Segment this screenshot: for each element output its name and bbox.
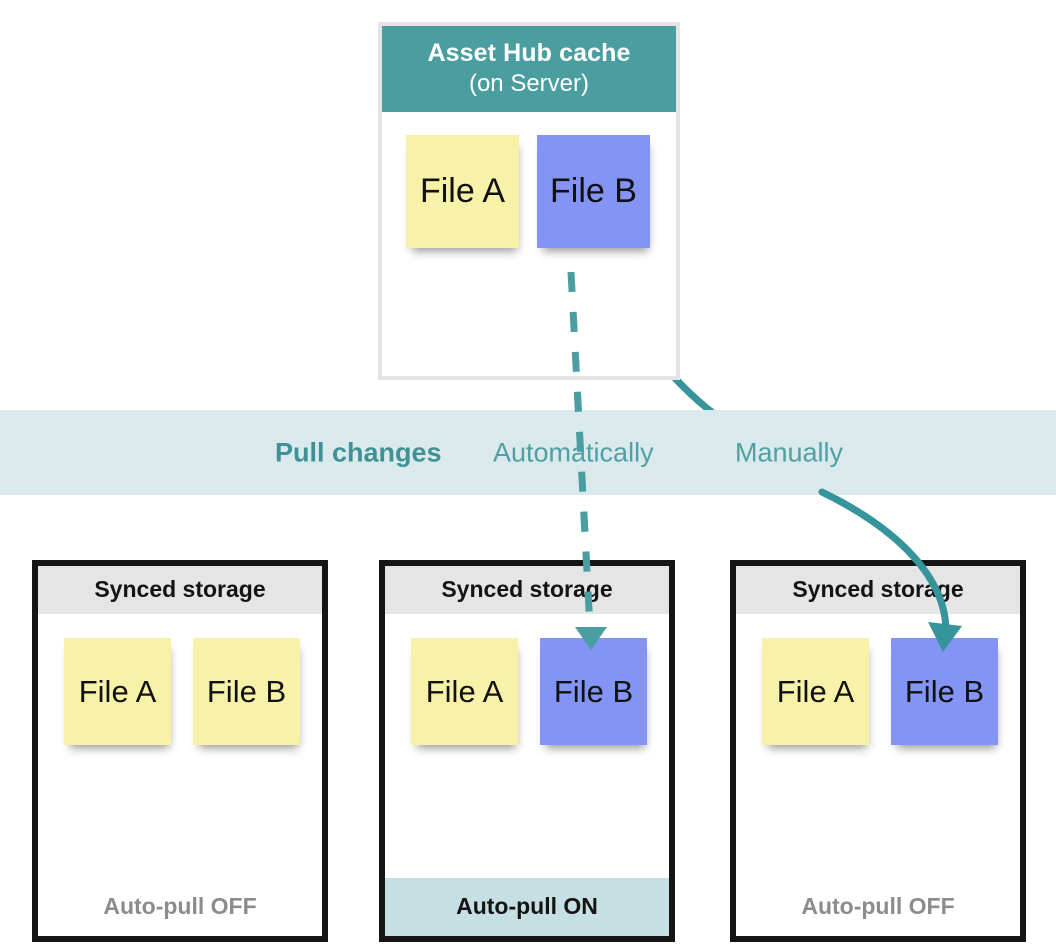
pull-changes-label: Pull changes bbox=[275, 437, 442, 467]
synced-storage-box-2: Synced storage File A File B Auto-pull O… bbox=[379, 560, 675, 942]
cache-file-note-b-label: File B bbox=[550, 171, 637, 210]
auto-pull-status-2: Auto-pull ON bbox=[385, 877, 669, 936]
storage-3-file-note-a: File A bbox=[762, 638, 869, 746]
synced-storage-box-3: Synced storage File A File B Auto-pull O… bbox=[730, 560, 1026, 942]
auto-pull-status-3: Auto-pull OFF bbox=[801, 892, 955, 919]
auto-pull-status-1: Auto-pull OFF bbox=[103, 892, 257, 919]
asset-hub-cache-files: File A File B bbox=[382, 112, 676, 360]
storage-2-file-note-b: File B bbox=[540, 638, 647, 746]
cache-file-note-a: File A bbox=[406, 134, 519, 248]
synced-storage-files-1: File A File B bbox=[38, 614, 322, 824]
cache-file-note-a-label: File A bbox=[419, 171, 506, 210]
asset-hub-cache-panel: Asset Hub cache (on Server) File A File … bbox=[378, 22, 680, 380]
storage-2-file-note-a: File A bbox=[411, 638, 518, 746]
storage-1-file-note-b-label: File B bbox=[206, 673, 287, 709]
asset-hub-cache-header: Asset Hub cache (on Server) bbox=[382, 26, 676, 112]
storage-3-file-note-a-label: File A bbox=[776, 673, 855, 709]
storage-1-file-note-a: File A bbox=[64, 638, 171, 746]
pull-mode-automatically-label: Automatically bbox=[493, 437, 654, 467]
asset-hub-cache-subtitle: (on Server) bbox=[468, 69, 590, 97]
storage-1-file-note-b: File B bbox=[193, 638, 300, 746]
storage-3-file-note-b: File B bbox=[891, 638, 998, 746]
storage-3-file-note-b-label: File B bbox=[904, 673, 985, 709]
pull-mode-manually-label: Manually bbox=[735, 437, 844, 467]
pull-changes-band: Pull changes Automatically Manually bbox=[0, 410, 1056, 495]
asset-hub-cache-title: Asset Hub cache bbox=[427, 39, 631, 67]
storage-2-file-note-a-label: File A bbox=[425, 673, 504, 709]
synced-storage-header-3: Synced storage bbox=[736, 566, 1020, 615]
synced-storage-header-1: Synced storage bbox=[38, 566, 322, 615]
storage-2-file-note-b-label: File B bbox=[553, 673, 634, 709]
storage-1-file-note-a-label: File A bbox=[78, 673, 157, 709]
synced-storage-box-1: Synced storage File A File B Auto-pull O… bbox=[32, 560, 328, 942]
synced-storage-files-3: File A File B bbox=[736, 614, 1020, 824]
cache-file-note-b: File B bbox=[537, 134, 650, 248]
synced-storage-header-2: Synced storage bbox=[385, 566, 669, 615]
synced-storage-files-2: File A File B bbox=[385, 614, 669, 824]
